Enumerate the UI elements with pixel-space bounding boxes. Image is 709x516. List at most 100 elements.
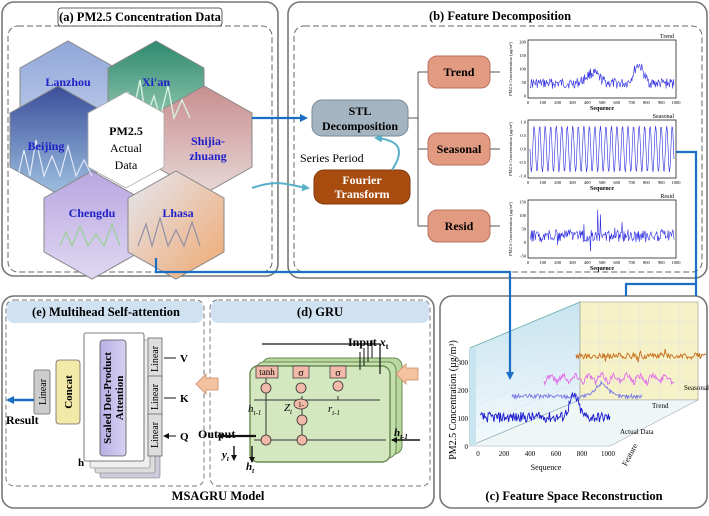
center-line-3: Data xyxy=(115,158,138,172)
panel-d-title: (d) GRU xyxy=(297,305,343,319)
mini-ytick: 100 xyxy=(519,67,527,72)
city-shijiazhuang-2: zhuang xyxy=(189,149,226,163)
mini-frame xyxy=(527,199,677,259)
mini-xtick: 1000 xyxy=(672,100,682,105)
panel-e-title: (e) Multihead Self-attention xyxy=(32,305,180,319)
mini-ytick: 0 xyxy=(524,94,527,99)
panel-b-title: (b) Feature Decomposition xyxy=(429,9,571,23)
city-chengdu: Chengdu xyxy=(69,206,116,220)
mini-xtick: 800 xyxy=(643,180,651,185)
block-arrow-d-to-e xyxy=(195,373,219,395)
branch-lines xyxy=(408,71,428,227)
mini-ytick: 0.5 xyxy=(520,133,526,138)
c3d-floor xyxy=(469,399,699,447)
concat-label: Concat xyxy=(63,375,75,409)
gate-sigma-r-label: σ xyxy=(335,368,341,379)
c3d-ztick: 200 xyxy=(458,387,469,395)
mini-xtick: 100 xyxy=(539,260,547,265)
component-boxes: Trend Seasonal Resid xyxy=(408,55,500,243)
mini-corner-label: Resid xyxy=(660,194,674,200)
c3d-xtick: 0 xyxy=(476,450,480,458)
mini-xtick: 500 xyxy=(599,260,607,265)
mini-series-line xyxy=(529,63,675,89)
c3d-grid xyxy=(469,302,698,429)
gru-h-label: ht xyxy=(246,461,255,475)
label-q: Q xyxy=(180,431,189,443)
mini-xtick: 900 xyxy=(658,260,666,265)
one-minus-op xyxy=(293,398,309,410)
gate-sigma-z xyxy=(292,365,310,379)
stl-box: STL Decomposition xyxy=(311,99,409,137)
mini-xtick: 300 xyxy=(569,100,577,105)
mini-xtick: 300 xyxy=(569,180,577,185)
c3d-zlabel: PM2.5 Concentration (µg/m³) xyxy=(448,340,459,460)
sdpa-line-2: Attention xyxy=(114,376,126,421)
gru-y-label: yt xyxy=(220,449,230,463)
mini-xtick: 500 xyxy=(599,100,607,105)
mini-xtick: 600 xyxy=(613,180,621,185)
c3d-series-line xyxy=(543,371,675,387)
mini-xtick: 1000 xyxy=(672,260,682,265)
trend-label: Trend xyxy=(444,65,475,79)
mini-xlabel: Sequence xyxy=(590,266,614,272)
mini-corner-label: Seasonal xyxy=(653,114,675,120)
mini-xtick: 200 xyxy=(554,100,562,105)
mini-xtick: 800 xyxy=(643,100,651,105)
c3d-left-edge xyxy=(470,348,476,446)
gate-sigma-r xyxy=(329,365,347,379)
city-lanzhou: Lanzhou xyxy=(45,75,91,89)
mini-ytick: 100 xyxy=(519,213,527,218)
sdpa-box xyxy=(99,339,127,457)
gru-z-label: Zt xyxy=(284,402,293,416)
mini-xtick: 400 xyxy=(584,260,592,265)
mini-ytick: 150 xyxy=(519,53,527,58)
mini-xtick: 700 xyxy=(628,260,636,265)
city-lhasa: Lhasa xyxy=(162,206,193,220)
center-line-1: PM2.5 xyxy=(109,124,143,138)
label-k: K xyxy=(180,393,189,405)
c3d-series-line xyxy=(575,348,707,363)
linear-out-box xyxy=(33,369,51,415)
mini-xlabel: Sequence xyxy=(590,186,614,192)
c3d-series-label: Trend xyxy=(652,402,669,410)
c3d-xtick: 1000 xyxy=(601,450,616,458)
label-v: V xyxy=(180,353,188,365)
mini-ytick: 50 xyxy=(522,80,527,85)
mini-ytick: 200 xyxy=(519,40,527,45)
one-minus-label: 1- xyxy=(298,401,305,409)
gru-hprev-left: ht-1 xyxy=(248,403,261,417)
mini-ylabel: PM2.5 Concentration (µg/m³) xyxy=(508,122,513,176)
mini-ylabel: PM2.5 Concentration (µg/m³) xyxy=(508,42,513,96)
mini-xtick: 100 xyxy=(539,100,547,105)
c3d-ztick: 300 xyxy=(458,359,469,367)
flow-arrows xyxy=(154,114,698,395)
mini-xtick: 800 xyxy=(643,260,651,265)
mini-xtick: 400 xyxy=(584,100,592,105)
linear-q: Linear xyxy=(150,421,161,448)
mini-xtick: 500 xyxy=(599,180,607,185)
gate-tanh-label: tanh xyxy=(259,367,275,377)
center-line-2: Actual xyxy=(110,141,143,155)
c3d-xtick: 600 xyxy=(551,450,562,458)
panel-model-title: MSAGRU Model xyxy=(172,489,265,503)
c3d-xtick: 800 xyxy=(577,450,588,458)
mini-xtick: 0 xyxy=(527,100,530,105)
mini-ytick: 0 xyxy=(524,240,527,245)
mini-corner-label: Trend xyxy=(660,34,674,40)
mini-xtick: 200 xyxy=(554,260,562,265)
linear-v: Linear xyxy=(150,345,161,372)
gru-ops xyxy=(260,380,344,446)
hex-beijing-spikes xyxy=(17,139,93,179)
city-xian: Xi'an xyxy=(142,75,170,89)
mini-ylabel: PM2.5 Concentration (µg/m³) xyxy=(508,202,513,256)
mini-xtick: 600 xyxy=(613,260,621,265)
gru-r-label: rt-1 xyxy=(328,403,340,417)
gru-main xyxy=(249,365,391,463)
